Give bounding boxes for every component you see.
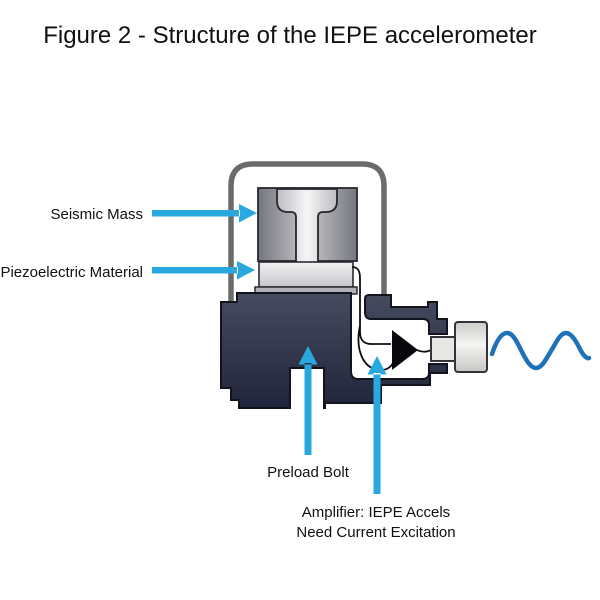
connector-pin [430, 336, 458, 362]
amplifier-label-line2: Need Current Excitation [296, 524, 455, 541]
piezo-to-amplifier-wire [351, 266, 391, 345]
piezoelectric-layer-part [258, 261, 354, 288]
preload-bolt-label: Preload Bolt [267, 464, 350, 481]
amplifier-label-line1: Amplifier: IEPE Accels [302, 504, 450, 521]
figure-title: Figure 2 - Structure of the IEPE acceler… [43, 22, 537, 49]
preload-bolt-arrow [298, 346, 318, 455]
sine-wave-icon [489, 330, 592, 371]
piezoelectric-arrow [152, 261, 255, 280]
amplifier-arrow [367, 356, 387, 494]
housing-cover [228, 161, 387, 316]
piezoelectric-material-label: Piezoelectric Material [0, 264, 143, 281]
amplifier-triangle-icon [392, 330, 418, 370]
seismic-mass-arrow [152, 204, 257, 223]
connector-housing-block [364, 294, 448, 335]
seismic-mass-label: Seismic Mass [50, 206, 143, 223]
connector-plug [454, 321, 488, 373]
